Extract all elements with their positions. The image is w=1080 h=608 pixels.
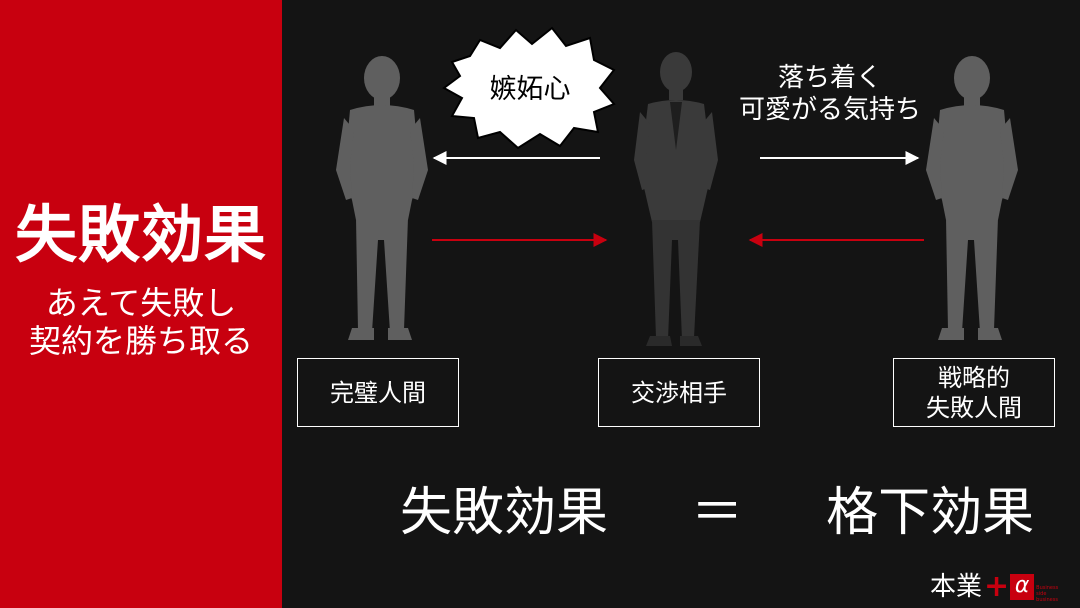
label-strategic-line-2: 失敗人間 [926,393,1022,422]
label-negotiation-partner-text: 交渉相手 [631,378,727,407]
equation-sign: ＝ [691,483,744,543]
sidebar-subtitle-line-2: 契約を勝ち取る [28,322,253,360]
jealousy-burst-bubble [442,26,616,150]
brand-tagline: Business side business [1036,585,1059,603]
left-panel: 失敗効果 あえて失敗し 契約を勝ち取る [0,0,282,608]
sidebar-title: 失敗効果 [14,198,267,271]
equation-left: 失敗効果 [400,483,609,543]
equation: 失敗効果 ＝ 格下効果 [400,478,1034,548]
label-negotiation-partner: 交渉相手 [598,358,760,427]
person-silhouette-center [634,52,718,346]
brand-text: 本業 [930,572,983,602]
speech-bubble-text: 嫉妬心 [489,74,571,105]
equation-right: 格下効果 [826,483,1035,543]
label-strategic-failure-person: 戦略的 失敗人間 [893,358,1055,427]
brand-logo: 本業 + α Business side business [930,570,1060,604]
person-silhouette-right [926,56,1018,340]
label-strategic-line-1: 戦略的 [938,363,1010,392]
brand-alpha: α [1010,574,1035,600]
person-silhouette-left [336,56,428,340]
label-perfect-person: 完璧人間 [297,358,459,427]
label-perfect-person-text: 完璧人間 [330,378,426,407]
calm-text-line-1: 落ち着く [777,63,882,93]
calm-text-line-2: 可愛がる気持ち [738,95,921,125]
sidebar-subtitle-line-1: あえて失敗し [45,284,237,322]
brand-plus: + [984,569,1010,604]
